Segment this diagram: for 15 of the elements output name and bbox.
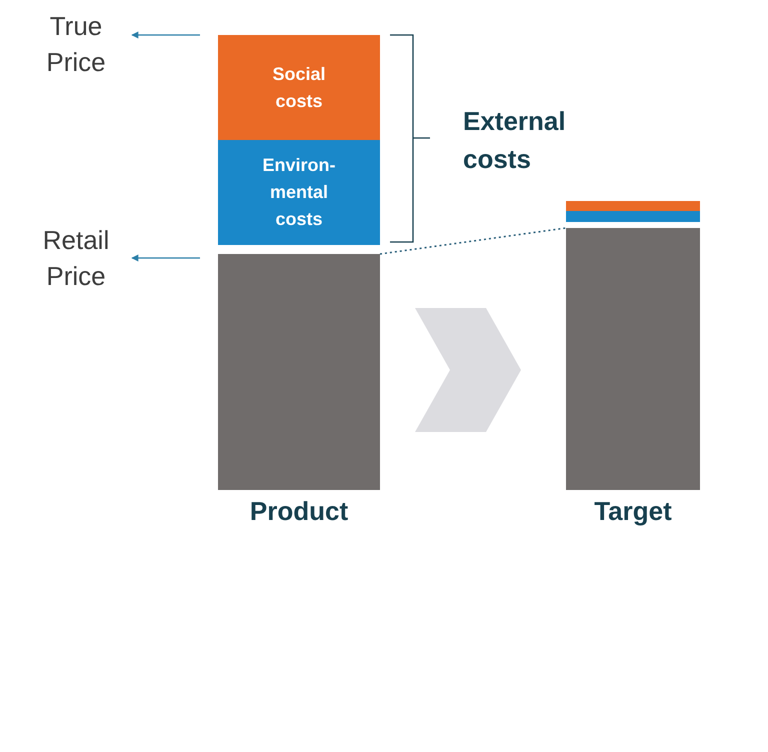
dotted-line [380, 227, 566, 255]
cost-box [218, 140, 380, 245]
bracket-label: External costs [463, 105, 567, 176]
bar-segment [566, 211, 700, 222]
cost-box [218, 35, 380, 140]
bar-segment [566, 201, 700, 211]
cost-label: Environ- mental costs [261, 154, 336, 231]
bar-label: Target [593, 496, 673, 527]
price-text: True Price [45, 10, 107, 79]
arrow [131, 32, 200, 38]
bar-label: Product [248, 496, 350, 527]
chevron-arrow [415, 308, 521, 432]
arrow [131, 254, 200, 262]
cost-label: Social costs [271, 62, 327, 112]
price-text: Retail Price [42, 224, 110, 293]
